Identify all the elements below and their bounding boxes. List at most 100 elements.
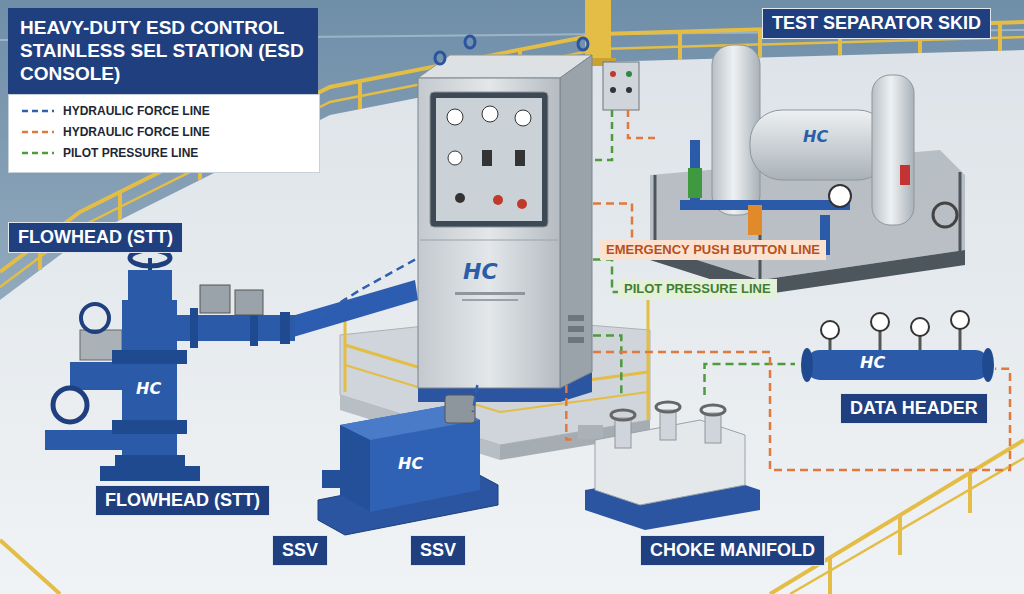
deck-railing-part <box>678 32 682 60</box>
data-header-illustration-part <box>982 348 994 382</box>
choke-manifold-illustration-part <box>660 410 676 440</box>
legend-line-sample-stroke <box>22 110 54 113</box>
equipment-label: CHOKE MANIFOLD <box>640 535 825 566</box>
deck <box>0 50 1024 594</box>
equipment-label: DATA HEADER <box>840 393 988 424</box>
test-separator-illustration-part <box>750 110 890 180</box>
data-header-illustration-part <box>801 348 813 382</box>
flowhead-illustration-part <box>100 466 200 481</box>
data-header-illustration <box>801 311 994 382</box>
crane-post-part <box>585 0 611 64</box>
deck-railing-part <box>828 558 832 594</box>
choke-manifold-illustration <box>578 402 760 530</box>
esd-console-cabinet-part <box>448 151 462 165</box>
esd-console-cabinet-part <box>568 337 584 343</box>
deck-railing <box>0 22 1024 594</box>
logo-text: HC <box>860 354 885 372</box>
legend-text: PILOT PRESSURE LINE <box>63 146 198 160</box>
esd-console-cabinet <box>418 36 592 402</box>
deck-railing-part <box>898 515 902 555</box>
legend-line-sample <box>21 148 55 158</box>
esd-console-cabinet-part <box>517 199 527 209</box>
push-button-panel-part <box>626 87 632 93</box>
console-platform-part <box>344 345 347 392</box>
choke-manifold-illustration-part <box>701 405 725 415</box>
logo-text: HC <box>463 260 498 284</box>
data-header-illustration-part <box>951 311 969 329</box>
equipment-label: TEST SEPARATOR SKID <box>762 8 991 39</box>
deck-railing-part <box>358 81 362 109</box>
legend-panel: HYDRAULIC FORCE LINEHYDRAULIC FORCE LINE… <box>8 94 320 173</box>
equipment-label: FLOWHEAD (STT) <box>95 485 270 516</box>
console-platform-part <box>647 372 650 420</box>
esd-console-cabinet-part <box>515 150 525 166</box>
flowhead-illustration-part <box>53 388 87 422</box>
choke-manifold-illustration-part <box>578 425 603 439</box>
dashed-control-line <box>566 385 575 440</box>
choke-manifold-illustration-part <box>615 418 631 448</box>
legend-line-sample <box>21 127 55 137</box>
flowhead-illustration-part <box>70 362 122 390</box>
ssv-illustration <box>318 395 498 535</box>
flowhead-illustration-part <box>122 300 177 470</box>
data-header-illustration-part <box>821 321 839 339</box>
data-header-illustration-part <box>805 350 990 380</box>
flowhead-illustration-part <box>190 308 198 348</box>
flowhead-illustration-part <box>128 270 172 303</box>
test-separator-illustration-part <box>748 205 762 235</box>
esd-console-cabinet-part <box>482 150 492 166</box>
dashed-control-line <box>300 260 415 328</box>
choke-manifold: CHOKE MANIFOLD <box>575 395 760 530</box>
esd-console-cabinet-part <box>418 78 560 388</box>
data-header-illustration-part <box>959 328 962 350</box>
flowhead-illustration-part <box>170 315 295 341</box>
push-button-panel-part <box>593 110 612 160</box>
esd-console-cabinet-part <box>430 92 548 227</box>
dashed-control-line <box>593 336 621 396</box>
data-header: DATA HEADER <box>795 340 995 388</box>
title-banner: HEAVY-DUTY ESD CONTROL STAINLESS SEL STA… <box>8 8 318 94</box>
flowhead-illustration-part <box>285 280 418 338</box>
esd-console-cabinet-part <box>568 326 584 332</box>
esd-console-cabinet-part <box>568 315 584 321</box>
legend-row: PILOT PRESSURE LINE <box>21 143 307 164</box>
flowhead: FLOWHEAD (STT)FLOWHEAD (STT) <box>40 262 300 482</box>
logo-text: HC <box>803 128 828 146</box>
flowhead-illustration-part <box>280 312 290 344</box>
dashed-control-line <box>705 364 796 395</box>
deck-part <box>0 50 1024 594</box>
test-separator-illustration-part <box>933 203 957 227</box>
deck-railing-part <box>790 458 1024 594</box>
esd-console-cabinet-part <box>455 193 465 203</box>
test-separator-illustration-part <box>829 185 851 207</box>
push-button-panel-part <box>603 62 639 110</box>
test-separator-illustration-part <box>872 75 914 225</box>
data-header-illustration-part <box>871 313 889 331</box>
equipment-label: FLOWHEAD (STT) <box>8 222 183 253</box>
logo-text: HC <box>398 455 423 473</box>
equipment-label: SSV <box>272 535 328 566</box>
console-platform-part <box>647 300 650 372</box>
dashed-control-line <box>473 385 478 412</box>
esd-console-cabinet-part <box>436 98 542 221</box>
esd-console-cabinet-part <box>447 109 463 125</box>
push-button-panel-part <box>610 71 616 77</box>
test-separator-illustration-part <box>900 165 910 185</box>
flowhead-illustration-part <box>112 420 187 434</box>
legend-line-sample-stroke <box>22 152 54 155</box>
deck-railing-part <box>968 473 972 513</box>
esd-console-cabinet-part <box>493 195 503 205</box>
esd-console-cabinet-part <box>578 38 588 50</box>
esd-console-cabinet-part <box>465 36 475 48</box>
esd-console-cabinet-part <box>462 299 518 301</box>
esd-console-cabinet-part <box>515 110 531 126</box>
flowhead-illustration-part <box>200 285 230 313</box>
push-button-panel <box>593 62 660 160</box>
legend-text: HYDRAULIC FORCE LINE <box>63 125 210 139</box>
line-label: EMERGENCY PUSH BUTTON LINE <box>600 240 826 260</box>
ssv-illustration-part <box>445 395 475 423</box>
push-button-panel-part <box>610 87 616 93</box>
choke-manifold-illustration-part <box>611 410 635 420</box>
